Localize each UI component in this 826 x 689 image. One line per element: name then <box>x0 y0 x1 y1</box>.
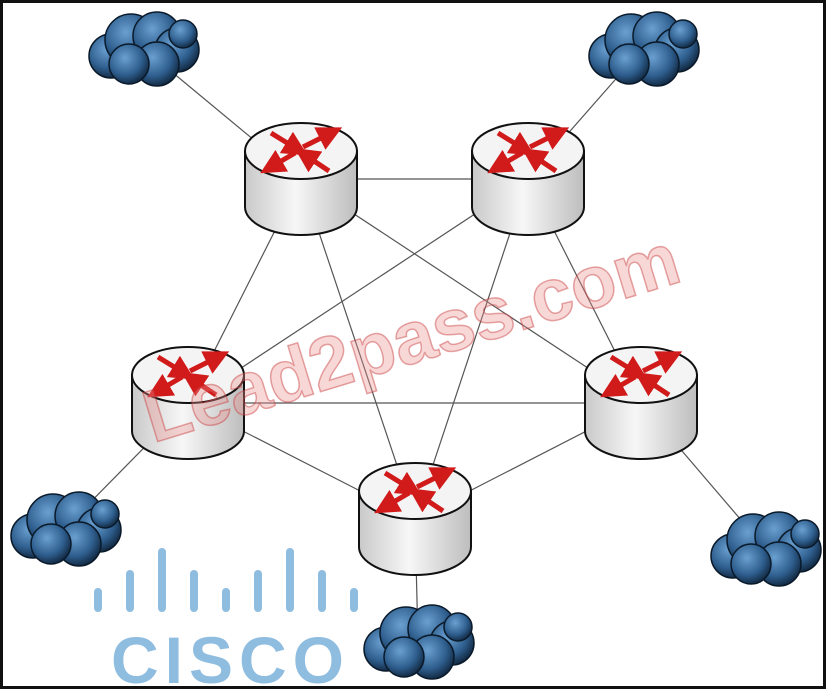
arrow-icon <box>634 372 671 398</box>
arrow-icon <box>181 372 218 398</box>
arrow-icon <box>383 470 422 496</box>
router-icon <box>584 346 698 460</box>
router-icon <box>244 122 358 236</box>
arrow-icon <box>156 354 195 380</box>
arrow-icon <box>408 488 445 514</box>
network-diagram: Lead2pass.com CISCO <box>10 11 822 689</box>
cisco-logo-text: CISCO <box>111 623 350 689</box>
link-line <box>187 178 529 404</box>
cloud-icon <box>10 491 122 567</box>
clouds-layer <box>10 11 822 680</box>
link-line <box>300 178 416 520</box>
cloud-icon <box>588 11 700 87</box>
arrow-icon <box>188 351 230 374</box>
arrow-icon <box>269 130 308 156</box>
cloud-icon <box>88 11 200 87</box>
arrow-icon <box>609 354 648 380</box>
arrow-icon <box>415 467 457 490</box>
router-icon <box>358 462 472 576</box>
arrow-icon <box>260 149 297 174</box>
arrow-icon <box>374 489 411 514</box>
arrow-icon <box>294 148 331 174</box>
cloud-icon <box>710 511 822 587</box>
arrow-icon <box>496 130 535 156</box>
arrow-icon <box>641 351 683 374</box>
cloud-icon <box>363 604 475 680</box>
link-line <box>414 178 529 520</box>
arrow-icon <box>487 149 524 174</box>
arrow-icon <box>600 373 637 398</box>
cisco-logo <box>94 548 358 612</box>
link-line <box>300 178 642 404</box>
arrow-icon <box>147 373 184 398</box>
router-icon <box>131 346 245 460</box>
router-icon <box>471 122 585 236</box>
routers-layer <box>131 122 698 576</box>
arrow-icon <box>521 148 558 174</box>
arrow-icon <box>301 127 343 150</box>
arrow-icon <box>528 127 570 150</box>
